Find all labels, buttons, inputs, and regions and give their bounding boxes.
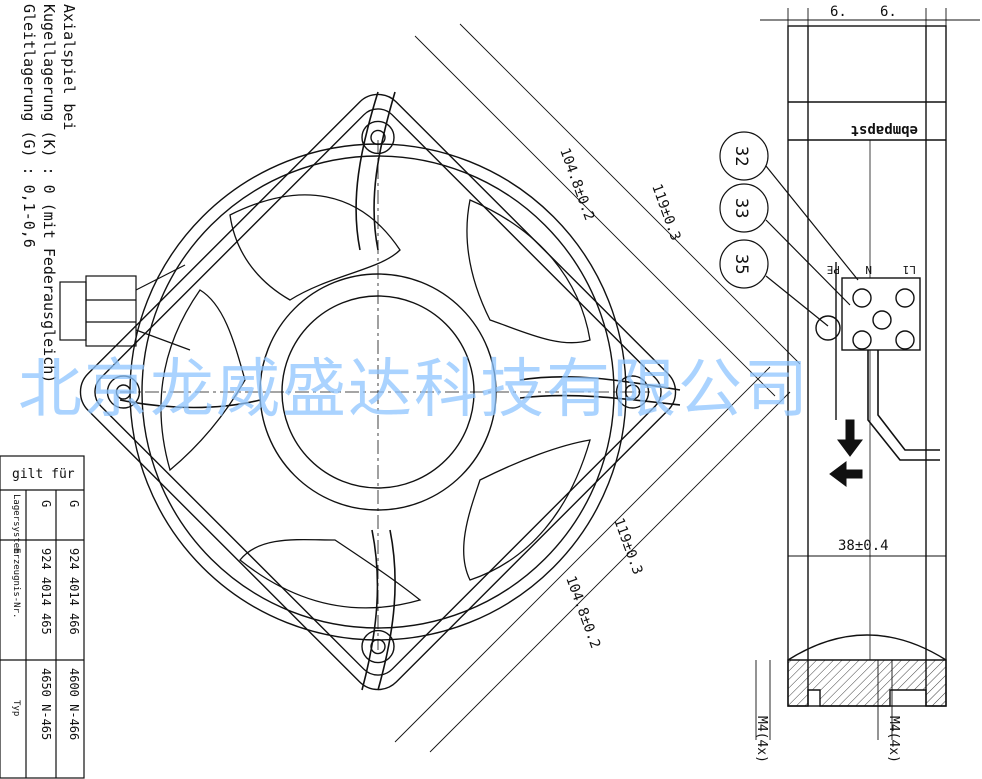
terminal-screw-pe	[852, 288, 872, 308]
arrow-left-icon	[829, 461, 863, 487]
cable-connector	[59, 264, 191, 351]
flange-section	[787, 659, 947, 707]
callouts	[719, 131, 859, 327]
table-footer-nr: Erzeugnis-Nr.	[11, 548, 21, 618]
table-row2-nr: 924 4014 465	[39, 548, 53, 635]
center-lines	[120, 140, 650, 650]
fan-side-view	[787, 25, 947, 707]
side-dimensions	[755, 8, 980, 740]
frame-struts	[119, 91, 681, 691]
note-line-1: Axialspiel bei	[60, 4, 78, 130]
table-row2-typ: 4650 N-465	[39, 668, 53, 740]
terminal-screw-l1	[895, 288, 915, 308]
dim-diag-inner-top: 104.8±0.2	[556, 146, 597, 223]
table-row2-col: G	[39, 500, 53, 507]
airflow-arrows	[829, 419, 863, 487]
dim-depth: 38±0.4	[838, 538, 889, 554]
table-header: gilt für	[12, 467, 75, 482]
table-row1-typ: 4600 N-466	[67, 668, 81, 740]
note-line-3: Gleitlagerung (G) : 0,1-0,6	[20, 4, 38, 248]
terminal-block	[815, 262, 921, 420]
terminal-label-l1: L1	[903, 263, 916, 276]
impeller-blades	[160, 194, 591, 609]
dim-thread-left: M4(4x)	[754, 716, 769, 763]
terminal-label-pe: PE	[827, 263, 840, 276]
arrow-down-icon	[837, 419, 863, 457]
fan-front-view	[59, 91, 681, 691]
terminal-label-n: N	[865, 263, 872, 276]
table-row1-nr: 924 4014 466	[67, 548, 81, 635]
note-line-2: Kugellagerung (K) : 0 (mit Federausgleic…	[40, 4, 58, 383]
parts-table	[0, 455, 85, 779]
table-footer-col: Lagersystem	[11, 494, 21, 554]
table-footer-typ: Typ	[11, 700, 21, 716]
dim-diag-outer-top: 119±0.3	[648, 182, 683, 243]
callout-label-35: 35	[731, 254, 751, 274]
dim-gap-right: 6.	[880, 4, 897, 20]
dim-thread-right: M4(4x)	[886, 716, 901, 763]
fan-frame-inner	[94, 108, 662, 676]
callout-32	[719, 131, 769, 181]
table-row1-col: G	[67, 500, 81, 507]
dim-gap-left: 6.	[830, 4, 847, 20]
callout-label-32: 32	[731, 146, 751, 166]
callout-33	[719, 183, 769, 233]
brand-logo: ebmpapst	[851, 122, 918, 138]
callout-35	[719, 239, 769, 289]
callout-label-33: 33	[731, 198, 751, 218]
dim-diag-outer-bottom: 119±0.3	[610, 516, 645, 577]
diagonal-dimensions	[394, 23, 801, 753]
